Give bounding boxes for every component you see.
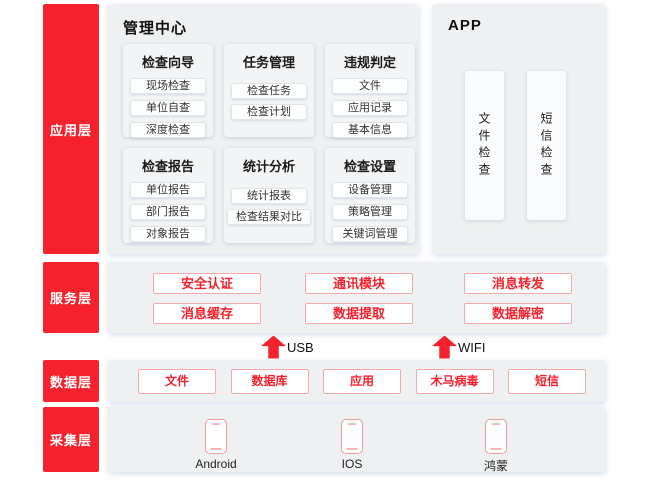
module-title: 检查设置 (343, 159, 396, 174)
collection-layer-panel: Android IOS 鸿蒙 (107, 407, 605, 474)
module-title: 任务管理 (242, 55, 295, 70)
data-box: 文件 (138, 369, 216, 394)
layer-label-collection: 采集层 (43, 407, 99, 472)
module-item: 关键词管理 (332, 226, 408, 242)
module-item: 对象报告 (130, 226, 206, 242)
wifi-label: WIFI (458, 339, 486, 355)
module-card-task-management: 任务管理 检查任务 检查计划 (224, 44, 314, 137)
module-title: 检查向导 (141, 55, 194, 70)
data-layer-panel: 文件 数据库 应用 木马病毒 短信 (107, 360, 605, 402)
app-feature-label: 文件检查 (477, 111, 491, 180)
app-feature-label: 短信检查 (539, 111, 553, 180)
module-title: 检查报告 (141, 159, 194, 174)
module-item: 策略管理 (332, 204, 408, 220)
service-box: 消息缓存 (153, 303, 261, 324)
management-center-panel: 管理中心 检查向导 现场检查 单位自查 深度检查 任务管理 检查任务 检查计划 … (107, 4, 418, 254)
layer-label-application: 应用层 (43, 4, 99, 254)
module-title: 违规判定 (343, 55, 396, 70)
module-card-check-wizard: 检查向导 现场检查 单位自查 深度检查 (123, 44, 213, 138)
module-item: 基本信息 (332, 122, 408, 138)
management-center-title: 管理中心 (123, 20, 188, 37)
service-box: 安全认证 (153, 273, 261, 294)
service-box: 通讯模块 (305, 273, 413, 294)
module-grid: 检查向导 现场检查 单位自查 深度检查 任务管理 检查任务 检查计划 违规判定 … (123, 44, 418, 243)
data-box: 短信 (508, 369, 586, 394)
module-item: 设备管理 (332, 182, 408, 198)
service-box: 数据解密 (464, 303, 572, 324)
service-box: 数据提取 (305, 303, 413, 324)
module-card-violation-judgment: 违规判定 文件 应用记录 基本信息 (325, 44, 415, 138)
module-item: 深度检查 (130, 122, 206, 138)
layer-label-data: 数据层 (43, 360, 99, 402)
device-label: Android (195, 457, 237, 471)
wifi-connector: WIFI (432, 335, 485, 359)
service-layer-panel: 安全认证 通讯模块 消息转发 消息缓存 数据提取 数据解密 (107, 262, 605, 333)
harmony-phone-icon (485, 419, 507, 454)
module-card-check-settings: 检查设置 设备管理 策略管理 关键词管理 (325, 148, 415, 243)
module-card-statistics-analysis: 统计分析 统计报表 检查结果对比 (224, 148, 314, 243)
device-harmony: 鸿蒙 (456, 419, 536, 474)
module-item: 现场检查 (130, 78, 206, 94)
wifi-arrow-icon (432, 335, 457, 359)
device-label: 鸿蒙 (483, 459, 508, 473)
module-item: 文件 (332, 78, 408, 94)
layer-label-service: 服务层 (43, 262, 99, 333)
service-box: 消息转发 (464, 273, 572, 294)
android-phone-icon (205, 419, 227, 454)
app-feature-file-check: 文件检查 (465, 71, 504, 220)
module-item: 单位自查 (130, 100, 206, 116)
module-item: 统计报表 (231, 187, 307, 204)
module-card-check-report: 检查报告 单位报告 部门报告 对象报告 (123, 148, 213, 243)
module-item: 单位报告 (130, 182, 206, 198)
module-item: 应用记录 (332, 100, 408, 116)
data-box: 数据库 (230, 369, 309, 394)
module-item: 检查任务 (231, 83, 307, 99)
data-box: 应用 (323, 369, 401, 394)
device-ios: IOS (312, 419, 392, 471)
app-feature-sms-check: 短信检查 (527, 71, 566, 220)
device-android: Android (176, 419, 256, 471)
data-box: 木马病毒 (415, 369, 494, 394)
module-item: 部门报告 (130, 204, 206, 220)
usb-connector: USB (261, 335, 314, 359)
app-panel-title: APP (448, 17, 482, 34)
ios-phone-icon (341, 419, 363, 454)
usb-label: USB (287, 339, 314, 355)
module-item: 检查结果对比 (227, 209, 311, 226)
device-label: IOS (341, 457, 363, 471)
module-item: 检查计划 (231, 104, 307, 120)
app-panel: APP 文件检查 短信检查 (432, 4, 605, 254)
usb-arrow-icon (261, 335, 286, 359)
module-title: 统计分析 (242, 159, 295, 174)
